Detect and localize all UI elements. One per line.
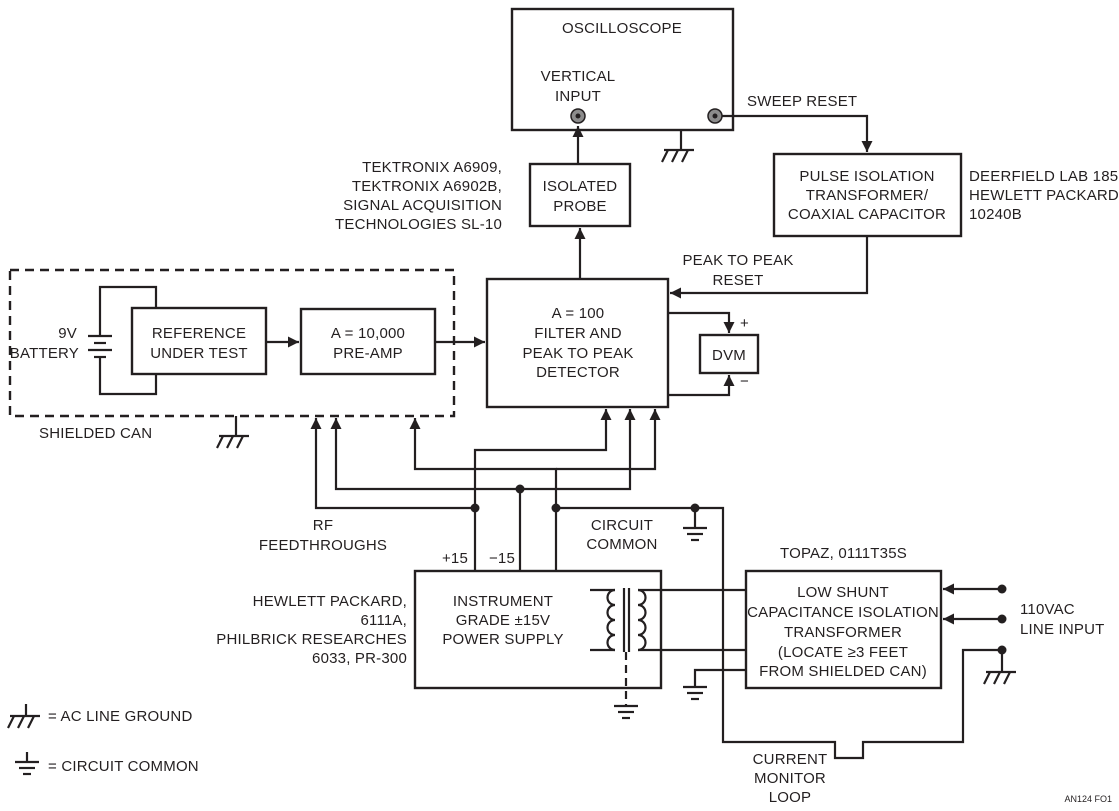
dvm-block: DVM xyxy=(698,333,760,375)
pulse-isolation-block: PULSE ISOLATION TRANSFORMER/ COAXIAL CAP… xyxy=(772,152,963,238)
isolated-probe-label-1: ISOLATED xyxy=(543,178,618,195)
pulse-isolation-label-1: PULSE ISOLATION xyxy=(799,168,934,185)
supply-models-1: HEWLETT PACKARD, xyxy=(253,593,407,610)
ac-ground-icon-line xyxy=(983,665,1016,685)
pulse-isolation-label-3: COAXIAL CAPACITOR xyxy=(788,206,946,223)
battery-icon xyxy=(88,330,112,362)
legend-ac-ground-text: = AC LINE GROUND xyxy=(48,708,192,725)
preamp-label-1: A = 10,000 xyxy=(331,325,405,342)
ac-ground-icon-scope xyxy=(661,130,694,163)
vertical-input-label-1: VERTICAL xyxy=(541,68,616,85)
line-transformer-label-1: LOW SHUNT xyxy=(797,584,889,601)
filter-detector-label-3: PEAK TO PEAK xyxy=(522,345,633,362)
reference-label-2: UNDER TEST xyxy=(150,345,248,362)
junction-dots xyxy=(470,484,1007,655)
peak-reset-label-1: PEAK TO PEAK xyxy=(682,252,793,269)
isolated-probe-label-2: PROBE xyxy=(553,198,607,215)
filter-detector-label-4: DETECTOR xyxy=(536,364,620,381)
line-input-label-1: 110VAC xyxy=(1020,601,1075,618)
preamp-block: A = 10,000 PRE-AMP xyxy=(299,307,437,376)
supply-transformer-icon xyxy=(590,588,661,706)
ac-ground-icon-can xyxy=(216,416,249,449)
pulse-isolation-label-2: TRANSFORMER/ xyxy=(806,187,929,204)
reference-block: REFERENCE UNDER TEST xyxy=(130,306,268,376)
battery-label-1: 9V xyxy=(58,325,77,342)
line-input-label-2: LINE INPUT xyxy=(1020,621,1105,638)
circuit-common-label-2: COMMON xyxy=(586,536,657,553)
filter-detector-label-2: FILTER AND xyxy=(534,325,622,342)
isolated-probe-block: ISOLATED PROBE xyxy=(528,162,632,228)
current-loop-label-3: LOOP xyxy=(769,789,811,806)
supply-models-2: 6111A, xyxy=(360,612,407,629)
dvm-plus-label: + xyxy=(740,315,749,332)
sweep-reset-label: SWEEP RESET xyxy=(747,93,857,110)
vertical-input-label-2: INPUT xyxy=(555,88,601,105)
dvm-label: DVM xyxy=(712,347,746,364)
rf-feedthroughs-label-1: RF xyxy=(313,517,333,534)
current-loop-label-1: CURRENT xyxy=(753,751,828,768)
figure-id: AN124 FO1 xyxy=(1064,794,1112,804)
line-transformer-label-4: (LOCATE ≥3 FEET xyxy=(778,644,908,661)
supply-models-3: PHILBRICK RESEARCHES xyxy=(216,631,407,648)
power-supply-label-3: POWER SUPPLY xyxy=(442,631,563,648)
probe-models-3: SIGNAL ACQUISITION xyxy=(343,197,502,214)
dvm-minus-label: − xyxy=(740,373,749,390)
circuit-common-icon-transformer xyxy=(683,685,707,701)
line-transformer-label-5: FROM SHIELDED CAN) xyxy=(759,663,927,680)
shielded-can-label: SHIELDED CAN xyxy=(39,425,152,442)
probe-models-4: TECHNOLOGIES SL-10 xyxy=(335,216,502,233)
line-transformer-label-3: TRANSFORMER xyxy=(784,624,902,641)
filter-detector-label-1: A = 100 xyxy=(552,305,605,322)
preamp-label-2: PRE-AMP xyxy=(333,345,403,362)
oscilloscope-block: OSCILLOSCOPE VERTICAL INPUT xyxy=(510,7,735,132)
power-supply-block: INSTRUMENT GRADE ±15V POWER SUPPLY xyxy=(413,569,663,690)
circuit-common-icon-supply xyxy=(614,704,638,720)
line-transformer-block: LOW SHUNT CAPACITANCE ISOLATION TRANSFOR… xyxy=(744,569,943,690)
legend-circuit-common-text: = CIRCUIT COMMON xyxy=(48,758,199,775)
circuit-common-label-1: CIRCUIT xyxy=(591,517,653,534)
circuit-common-icon-legend xyxy=(15,752,39,776)
pulse-models-3: 10240B xyxy=(969,206,1022,223)
pulse-models-1: DEERFIELD LAB 185, xyxy=(969,168,1119,185)
probe-models-1: TEKTRONIX A6909, xyxy=(362,159,502,176)
power-wires xyxy=(310,409,1004,760)
pulse-models-2: HEWLETT PACKARD xyxy=(969,187,1119,204)
ac-ground-icon-legend xyxy=(7,704,40,729)
power-supply-label-2: GRADE ±15V xyxy=(456,612,550,629)
current-loop-label-2: MONITOR xyxy=(754,770,826,787)
battery-label-2: BATTERY xyxy=(10,345,79,362)
plus15-label: +15 xyxy=(442,550,468,567)
signal-wires xyxy=(98,114,873,397)
reference-label-1: REFERENCE xyxy=(152,325,246,342)
rf-feedthroughs-label-2: FEEDTHROUGHS xyxy=(259,537,387,554)
oscilloscope-title: OSCILLOSCOPE xyxy=(562,20,682,37)
line-transformer-label-2: CAPACITANCE ISOLATION xyxy=(747,604,939,621)
circuit-common-icon-top xyxy=(683,523,707,542)
probe-models-2: TEKTRONIX A6902B, xyxy=(352,178,502,195)
peak-reset-label-2: RESET xyxy=(712,272,763,289)
power-supply-label-1: INSTRUMENT xyxy=(453,593,553,610)
filter-detector-block: A = 100 FILTER AND PEAK TO PEAK DETECTOR xyxy=(485,277,670,409)
minus15-label: −15 xyxy=(489,550,515,567)
supply-models-4: 6033, PR-300 xyxy=(312,650,407,667)
topaz-label: TOPAZ, 0111T35S xyxy=(780,545,907,562)
